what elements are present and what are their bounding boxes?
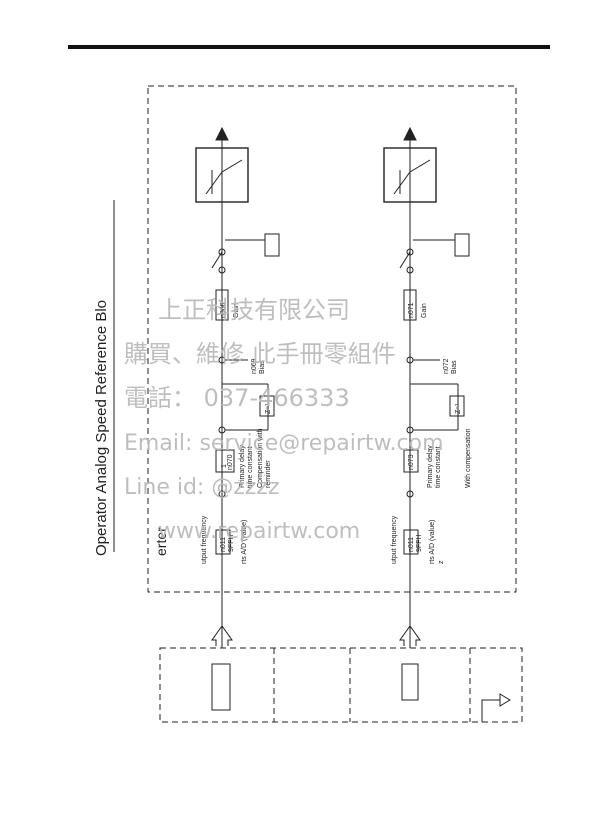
page-title: Operator Analog Speed Reference Blo (93, 300, 110, 556)
watermark-line-6: www.repairtw.com (158, 519, 360, 544)
lower-z-block-label: Z⁻¹ (455, 403, 462, 414)
watermark-line-5: Line id: @zzzz (124, 475, 280, 500)
upper-scale-box (215, 529, 231, 555)
lower-gain-box (403, 289, 417, 321)
dashed-bottom-box (159, 647, 523, 723)
upper-z-label: Z⁻¹ (265, 403, 272, 414)
upper-output-freq-label: utput frequency (201, 515, 208, 564)
lower-limiter-block (383, 147, 437, 203)
lower-gain-label: Gain (421, 303, 428, 318)
watermark-line-4: Email: service@repairtw.com (124, 431, 444, 456)
dashed-outer-box (147, 85, 517, 593)
watermark-line-3: 電話： 037-466333 (124, 384, 350, 412)
watermark-line-2: 購買、維修 此手冊零組件 (124, 340, 396, 368)
upper-bias-label: Bias (259, 360, 266, 374)
upper-bias-param: n069 (251, 358, 258, 374)
upper-z-block (259, 395, 275, 417)
upper-scale-param: n011 (220, 537, 227, 552)
upper-primary-delay-2: time constant (247, 446, 254, 488)
lower-output-freq-label: utput frequency (391, 515, 398, 564)
lower-z-block (449, 395, 465, 417)
page-subtitle: erter (153, 527, 169, 556)
header-rule (68, 45, 550, 49)
upper-limiter-block (195, 147, 249, 203)
lower-compensation: With compensation (465, 428, 472, 488)
lower-primary-delay-2: time constant (435, 446, 442, 488)
lower-primary-delay-1: Primary delay (427, 445, 434, 488)
lower-scale-box (403, 529, 419, 555)
upper-delay-top: 1 (221, 464, 228, 468)
upper-ad-label: rts A/D (value) (241, 520, 248, 564)
lower-scale-param: n011 (408, 537, 415, 552)
upper-delay-param: n070 (227, 454, 234, 470)
lower-ad-label: rts A/D (value) (429, 520, 436, 564)
upper-output-arrow (215, 126, 229, 141)
lower-z-label: z (438, 560, 445, 564)
lower-delay-box (403, 449, 419, 473)
lower-gain-param: n071 (408, 302, 415, 318)
upper-delay-box (215, 449, 235, 473)
upper-gain-box (215, 289, 229, 321)
upper-gain-label: Gain (233, 303, 240, 318)
upper-gain-param: n068 (220, 302, 227, 318)
lower-bias-label: Bias (451, 360, 458, 374)
lower-input-box (401, 663, 419, 701)
upper-input-box (211, 663, 231, 711)
lower-scale-param2: 9FFH (416, 535, 423, 553)
lower-delay-param: n073 (408, 454, 415, 470)
upper-primary-delay-1: Primary delay (239, 445, 246, 488)
watermark-line-1: 上正科技有限公司 (158, 296, 350, 324)
upper-scale-param2: 9FFH (228, 535, 235, 553)
upper-compensation-1: Compensation with (257, 428, 264, 488)
lower-bias-param: n072 (443, 358, 450, 374)
lower-output-arrow (403, 126, 417, 141)
upper-compensation-2: reminder (265, 460, 272, 488)
